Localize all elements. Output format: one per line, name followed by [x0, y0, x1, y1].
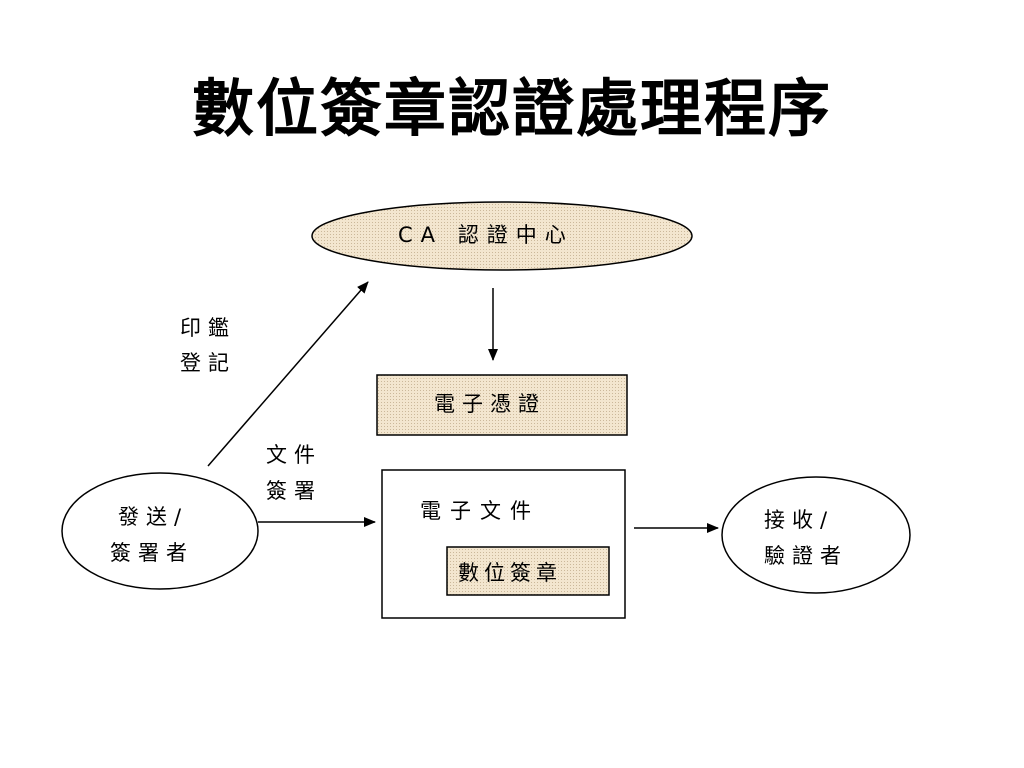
page-title: 數位簽章認證處理程序	[191, 72, 832, 145]
signature-node	[446, 546, 610, 596]
sender-node	[61, 472, 259, 590]
certificate-label: 電子憑證	[434, 392, 546, 416]
document-label: 電子文件	[420, 499, 540, 523]
ca-node	[311, 201, 693, 271]
arrow-sender-to-ca	[207, 281, 369, 467]
sender-label-line1: 發送/	[118, 505, 189, 529]
register-label-line2: 登記	[180, 351, 236, 375]
receiver-label-line1: 接收/	[764, 508, 835, 532]
certificate-node	[376, 374, 628, 436]
sign-label-line1: 文件	[266, 443, 322, 467]
receiver-label-line2: 驗證者	[764, 544, 848, 568]
sign-label-line2: 簽署	[266, 479, 322, 503]
document-node	[381, 469, 626, 619]
signature-label: 數位簽章	[458, 561, 562, 585]
ca-label: CA 認證中心	[398, 223, 574, 247]
sender-label-line2: 簽署者	[110, 541, 194, 565]
receiver-node	[721, 476, 911, 594]
register-label-line1: 印鑑	[180, 316, 236, 340]
